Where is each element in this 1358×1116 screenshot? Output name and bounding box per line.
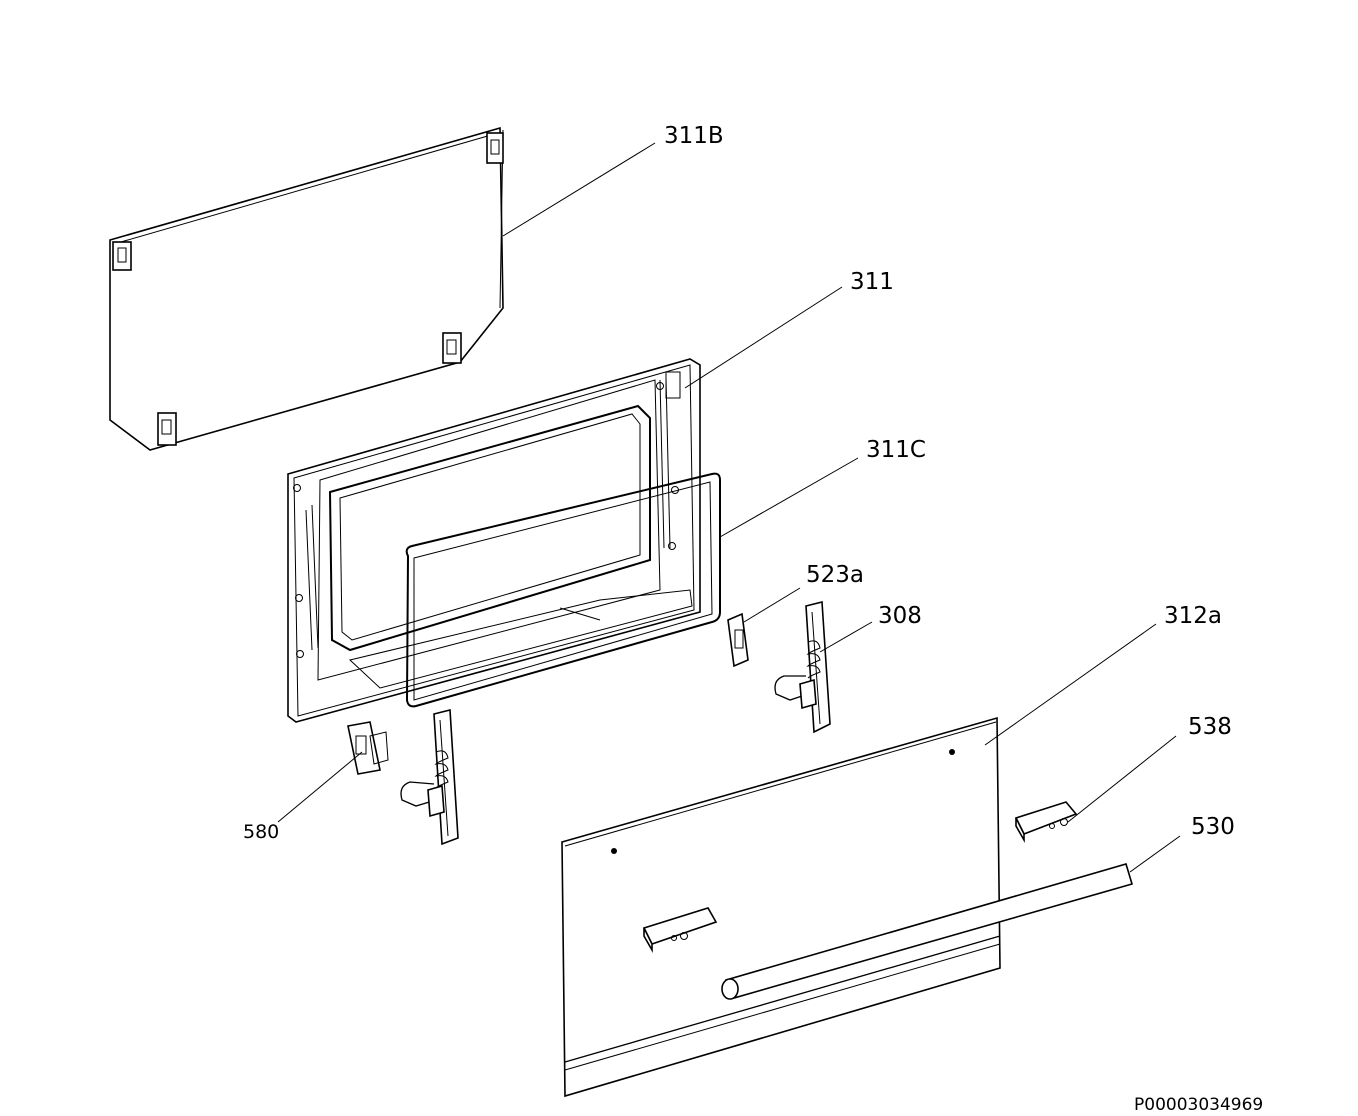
- label-311: 311: [850, 269, 894, 295]
- label-308: 308: [878, 603, 922, 629]
- part-311C-door-seal: [405, 472, 721, 708]
- part-580-bracket: [347, 721, 389, 775]
- part-311B-inner-glass-panel: [109, 126, 504, 451]
- part-308-hinge-left: [400, 708, 459, 846]
- document-id: P00003034969: [1134, 1095, 1263, 1115]
- part-538-handle-cap-right: [1014, 801, 1078, 844]
- part-311-door-frame: [287, 358, 701, 723]
- label-538: 538: [1188, 714, 1232, 740]
- part-523a-bracket: [727, 612, 749, 668]
- part-530-handle-bar: [721, 863, 1133, 1000]
- label-523a: 523a: [806, 562, 864, 588]
- label-530: 530: [1191, 814, 1235, 840]
- handle-cap-left: [642, 907, 718, 954]
- label-312a: 312a: [1164, 603, 1222, 629]
- leader-lines: [277, 142, 1181, 873]
- part-308-hinge-right: [774, 600, 831, 734]
- label-580: 580: [243, 821, 279, 843]
- label-311B: 311B: [664, 123, 724, 149]
- part-312a-outer-glass-panel: [561, 716, 1001, 1098]
- label-311C: 311C: [866, 437, 926, 463]
